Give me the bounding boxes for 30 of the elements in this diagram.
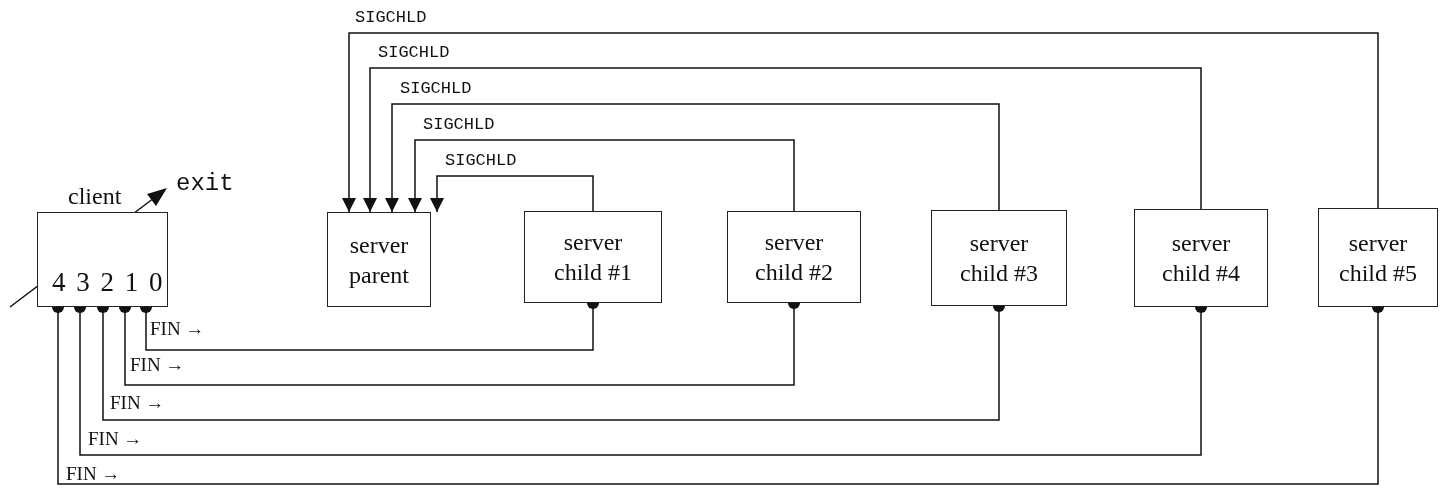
process-box (1134, 209, 1268, 307)
arrow (385, 103, 1000, 213)
edge-label: FIN → (110, 392, 165, 414)
process-box (931, 210, 1067, 306)
edge-label: FIN → (150, 318, 205, 340)
node-label: server child #1 (553, 228, 633, 287)
node-label: server child #3 (959, 229, 1039, 288)
edge-label: SIGCHLD (423, 115, 495, 134)
arrow (408, 139, 795, 213)
process-box (1318, 208, 1438, 307)
edge-label: FIN → (88, 428, 143, 450)
process-box (727, 211, 861, 303)
arrow (363, 67, 1202, 213)
node-label: server child #2 (754, 228, 834, 287)
edge-label: FIN → (66, 463, 121, 485)
node-heading: client (68, 183, 122, 210)
action-label: exit (176, 170, 234, 197)
port-numbers: 4 3 2 1 0 (52, 267, 164, 298)
node-label: server parent (348, 230, 410, 290)
edge-label: SIGCHLD (445, 151, 517, 170)
arrow (342, 32, 1379, 213)
edge-label: SIGCHLD (355, 8, 427, 27)
edge-label: FIN → (130, 354, 185, 376)
arrow (430, 175, 594, 213)
process-box (524, 211, 662, 303)
edge-label: SIGCHLD (400, 79, 472, 98)
edge-label: SIGCHLD (378, 43, 450, 62)
node-label: server child #4 (1161, 229, 1241, 288)
node-label: server child #5 (1338, 228, 1418, 288)
process-box (327, 212, 431, 307)
